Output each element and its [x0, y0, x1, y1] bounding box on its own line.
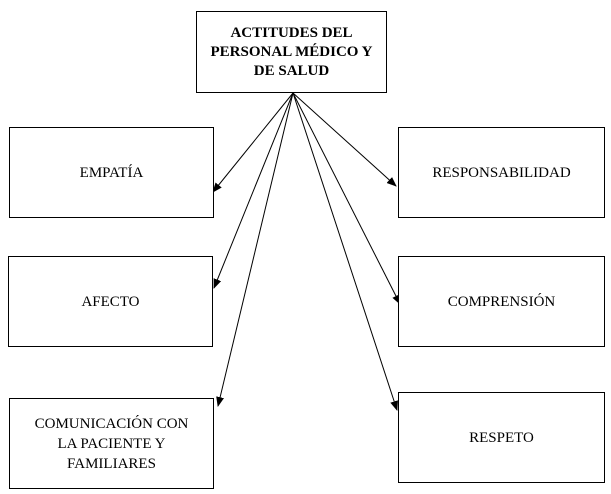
title-line: DE SALUD	[253, 62, 330, 79]
node-label: RESPETO	[469, 429, 534, 446]
node-label: RESPONSABILIDAD	[432, 164, 571, 181]
arrow-to-comunicacion	[216, 92, 294, 407]
root-node: ACTITUDES DEL PERSONAL MÉDICO Y DE SALUD	[196, 11, 387, 93]
arrow-to-empatia	[212, 92, 294, 193]
node-afecto: AFECTO	[8, 256, 213, 347]
arrow-to-responsabilidad	[292, 92, 397, 187]
title-line: ACTITUDES DEL	[230, 24, 353, 41]
node-comprension: COMPRENSIÓN	[398, 256, 605, 347]
node-label-line: LA PACIENTE Y	[57, 435, 166, 452]
arrow-to-comprension	[292, 92, 401, 305]
node-empatia: EMPATÍA	[9, 127, 214, 218]
node-label: AFECTO	[81, 293, 140, 310]
title-line: PERSONAL MÉDICO Y	[210, 43, 373, 60]
node-responsabilidad: RESPONSABILIDAD	[398, 127, 605, 218]
node-respeto: RESPETO	[398, 392, 605, 483]
node-label-line: FAMILIARES	[67, 455, 156, 472]
arrow-to-respeto	[292, 92, 398, 411]
node-comunicacion: COMUNICACIÓN CON LA PACIENTE Y FAMILIARE…	[9, 398, 214, 489]
node-label: COMPRENSIÓN	[447, 293, 556, 310]
node-label-line: COMUNICACIÓN CON	[34, 415, 189, 432]
arrow-to-afecto	[213, 92, 294, 289]
node-label: EMPATÍA	[79, 164, 144, 181]
